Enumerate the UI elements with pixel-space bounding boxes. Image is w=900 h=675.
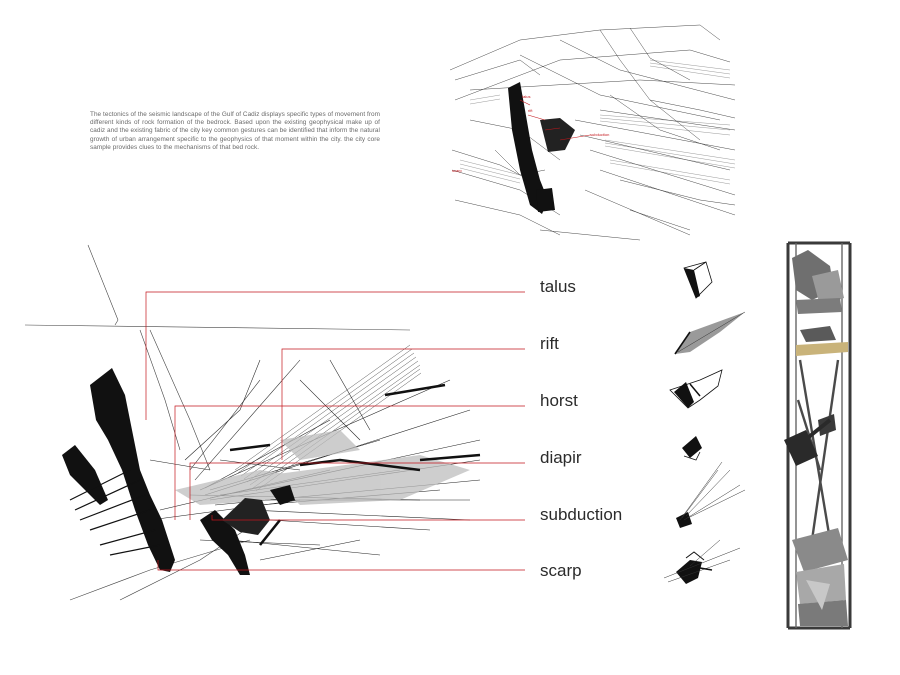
talus-glyph [683,261,713,299]
term-subduction: subduction [540,505,623,524]
svg-text:subduction: subduction [590,132,609,137]
scarp-glyph [663,539,741,584]
leader-line-rift [281,348,525,460]
term-horst: horst [540,391,578,410]
leader-line-talus [145,291,525,420]
description-paragraph: The tectonics of the seismic landscape o… [90,111,380,151]
term-diapir: diapir [540,448,582,467]
leader-line-scarp [157,560,525,571]
term-rift: rift [540,334,559,353]
svg-text:scarp: scarp [452,168,463,173]
built-fabric-black-mass [90,368,175,572]
leader-line-diapir [189,462,525,520]
leader-line-horst [174,405,525,520]
term-scarp: scarp [540,561,582,580]
subduction-glyph [676,461,746,528]
svg-text:talus: talus [522,94,530,99]
leader-line-subduction [211,515,525,521]
horst-glyph [669,369,723,409]
diapir-glyph [682,436,702,461]
term-talus: talus [540,277,576,296]
svg-text:rift: rift [528,108,533,113]
rift-glyph [674,311,746,355]
